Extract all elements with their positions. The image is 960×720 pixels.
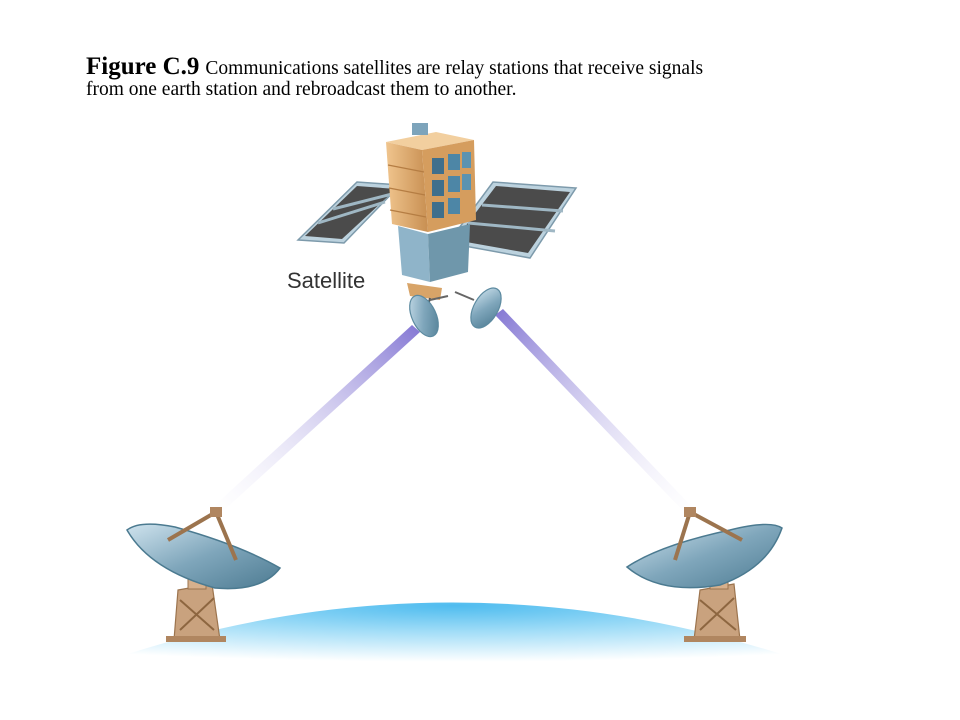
satellite-label: Satellite <box>287 268 365 293</box>
left-dish <box>126 507 282 590</box>
caption-line-1: Communications satellites are relay stat… <box>205 58 704 79</box>
left-ground-station <box>126 507 282 642</box>
earth-surface <box>95 602 815 665</box>
satellite-antenna-left <box>409 294 449 338</box>
satellite: Satellite <box>287 123 578 338</box>
right-solar-panel <box>444 181 578 259</box>
uplink-beam <box>214 325 420 512</box>
right-dish <box>625 507 783 589</box>
downlink-beam <box>495 309 695 516</box>
satellite-body <box>386 123 476 232</box>
caption-line-2: from one earth station and rebroadcast t… <box>86 79 517 100</box>
satellite-antenna-right <box>454 287 502 329</box>
figure-label: Figure C.9 <box>86 53 200 80</box>
right-ground-station <box>625 507 783 642</box>
